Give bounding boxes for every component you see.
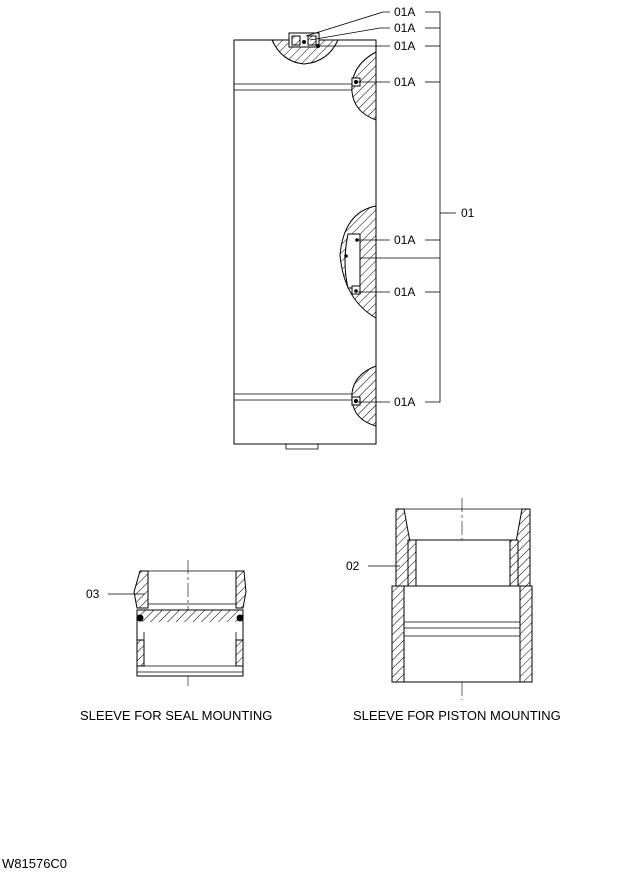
callout-01a-7: 01A <box>394 395 415 409</box>
callout-01a-3: 01A <box>394 39 415 53</box>
main-cylinder-assembly <box>233 32 377 450</box>
callout-02: 02 <box>346 559 360 573</box>
assembly-leaders <box>305 11 456 403</box>
callout-01: 01 <box>461 206 475 220</box>
caption-piston-mounting: SLEEVE FOR PISTON MOUNTING <box>353 708 561 723</box>
callout-01a-2: 01A <box>394 21 415 35</box>
upper-seal-cutaway <box>351 51 377 121</box>
drawing-code: W81576C0 <box>2 856 67 871</box>
piston-mounting-sleeve <box>391 498 533 700</box>
callout-01a-4: 01A <box>394 75 415 89</box>
callout-03: 03 <box>86 587 100 601</box>
callout-01a-6: 01A <box>394 285 415 299</box>
seal-mounting-sleeve <box>133 560 247 686</box>
caption-seal-mounting: SLEEVE FOR SEAL MOUNTING <box>80 708 272 723</box>
callout-01a-5: 01A <box>394 233 415 247</box>
callout-01a-1: 01A <box>394 5 415 19</box>
